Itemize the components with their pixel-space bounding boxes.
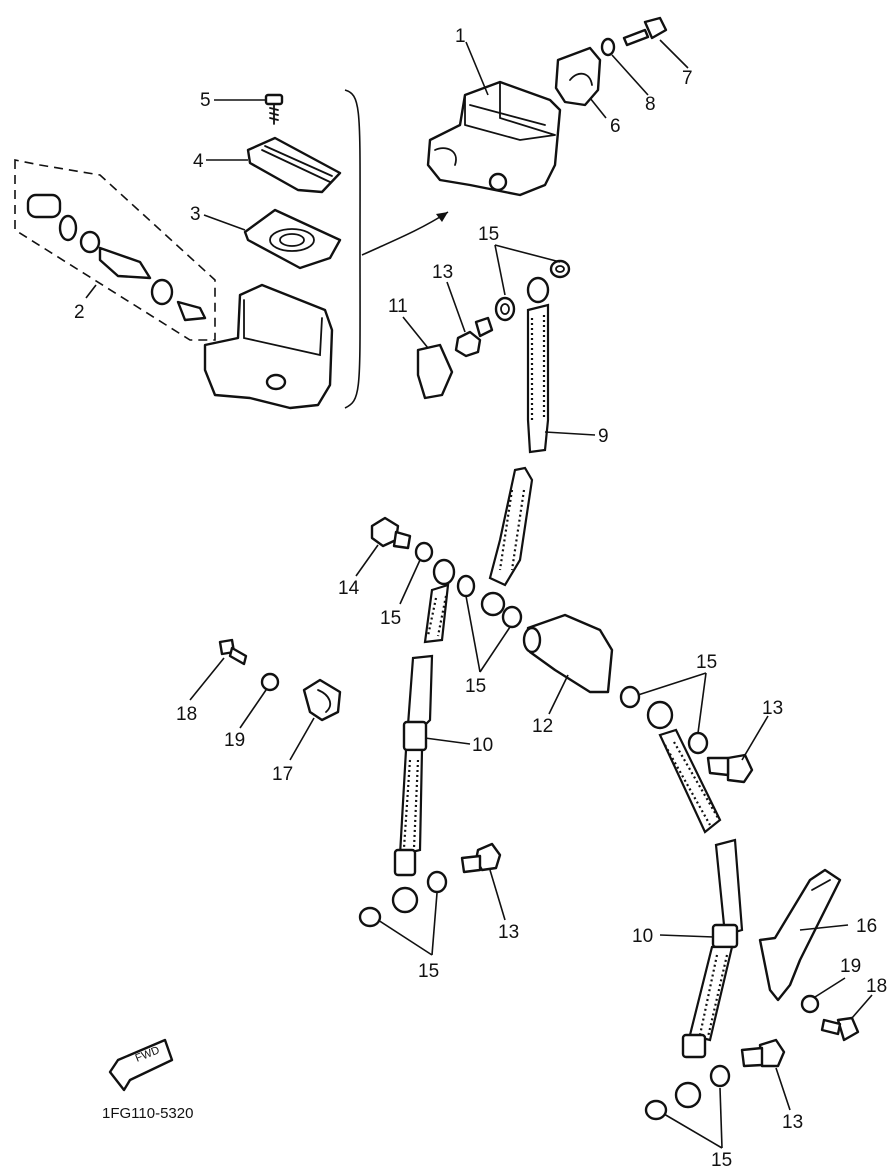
callout-10-right: 10 <box>632 926 653 947</box>
union-bolt-14 <box>370 516 412 550</box>
callout-19-left: 19 <box>224 730 245 751</box>
washer-15-mid-c <box>501 605 523 629</box>
callout-1: 1 <box>455 26 466 47</box>
callout-5: 5 <box>200 90 211 111</box>
callout-18-left: 18 <box>176 704 197 725</box>
bolt-18-right <box>820 1016 860 1042</box>
callout-8: 8 <box>645 94 656 115</box>
nut-19-left <box>260 672 280 692</box>
union-bolt-13-top <box>454 316 494 358</box>
clamp-16 <box>758 868 842 1002</box>
bolt-7 <box>622 16 668 47</box>
callout-19-right: 19 <box>840 956 861 977</box>
joint-12 <box>522 613 614 694</box>
front-arrow: FWD <box>108 1038 174 1092</box>
diagram-code: 1FG110-5320 <box>102 1105 193 1122</box>
washer-15-upper-a <box>494 296 516 322</box>
clamp-17 <box>302 678 342 722</box>
hose-9-lower <box>480 466 534 617</box>
hose-10-right-top <box>646 700 722 834</box>
washer-15-left-a <box>426 870 448 894</box>
cap-4 <box>246 136 342 194</box>
callout-16: 16 <box>856 916 877 937</box>
hose-9 <box>526 276 550 454</box>
callout-numbers: 1 2 3 4 5 6 7 8 9 10 10 11 12 13 13 13 1… <box>74 26 887 1171</box>
callout-15-left-bottom: 15 <box>418 961 439 982</box>
callout-13-right: 13 <box>762 698 783 719</box>
master-cylinder-1 <box>426 80 562 197</box>
callout-18-right: 18 <box>866 976 887 997</box>
callout-15-right: 15 <box>696 652 717 673</box>
callout-13-top: 13 <box>432 262 453 283</box>
callout-13-left: 13 <box>498 922 519 943</box>
washer-15-right-d <box>644 1099 668 1121</box>
master-cylinder-body <box>203 283 334 410</box>
elbow-11 <box>416 343 454 400</box>
washer-15-right-c <box>709 1064 731 1088</box>
washer-15-right-b <box>687 731 709 755</box>
washer-15-mid-a <box>414 541 434 563</box>
washer-8 <box>600 37 616 57</box>
callout-7: 7 <box>682 68 693 89</box>
hose-10-left <box>391 654 434 914</box>
callout-6: 6 <box>610 116 621 137</box>
callout-15-top: 15 <box>478 224 499 245</box>
callout-12: 12 <box>532 716 553 737</box>
callout-10-left: 10 <box>472 735 493 756</box>
washer-15-mid-b <box>456 574 476 598</box>
diaphragm-3 <box>243 208 342 270</box>
clamp-6 <box>554 46 602 107</box>
callout-9: 9 <box>598 426 609 447</box>
callout-15-mid-left: 15 <box>380 608 401 629</box>
callout-13-bottom: 13 <box>782 1112 803 1133</box>
nut-19-right <box>800 994 820 1014</box>
union-bolt-13-left <box>460 842 502 874</box>
washer-15-upper-b <box>549 259 571 279</box>
leader-lines <box>85 39 873 1149</box>
callout-14: 14 <box>338 578 360 599</box>
washer-15-left-b <box>358 906 382 928</box>
callout-2: 2 <box>74 302 85 323</box>
callout-4: 4 <box>193 151 204 172</box>
union-bolt-13-right <box>706 753 754 784</box>
callout-3: 3 <box>190 204 201 225</box>
callout-15-mid: 15 <box>465 676 486 697</box>
callout-11: 11 <box>388 296 408 317</box>
union-bolt-13-bottom <box>740 1038 786 1068</box>
washer-15-right-a <box>619 685 641 709</box>
piston-kit-2 <box>14 159 216 341</box>
callout-17: 17 <box>272 764 293 785</box>
hose-10-right <box>674 838 744 1109</box>
callout-15-right-bottom: 15 <box>711 1150 732 1171</box>
bolt-18-left <box>218 638 248 666</box>
hose-10-left-top <box>423 558 456 644</box>
screw-5 <box>264 93 284 125</box>
